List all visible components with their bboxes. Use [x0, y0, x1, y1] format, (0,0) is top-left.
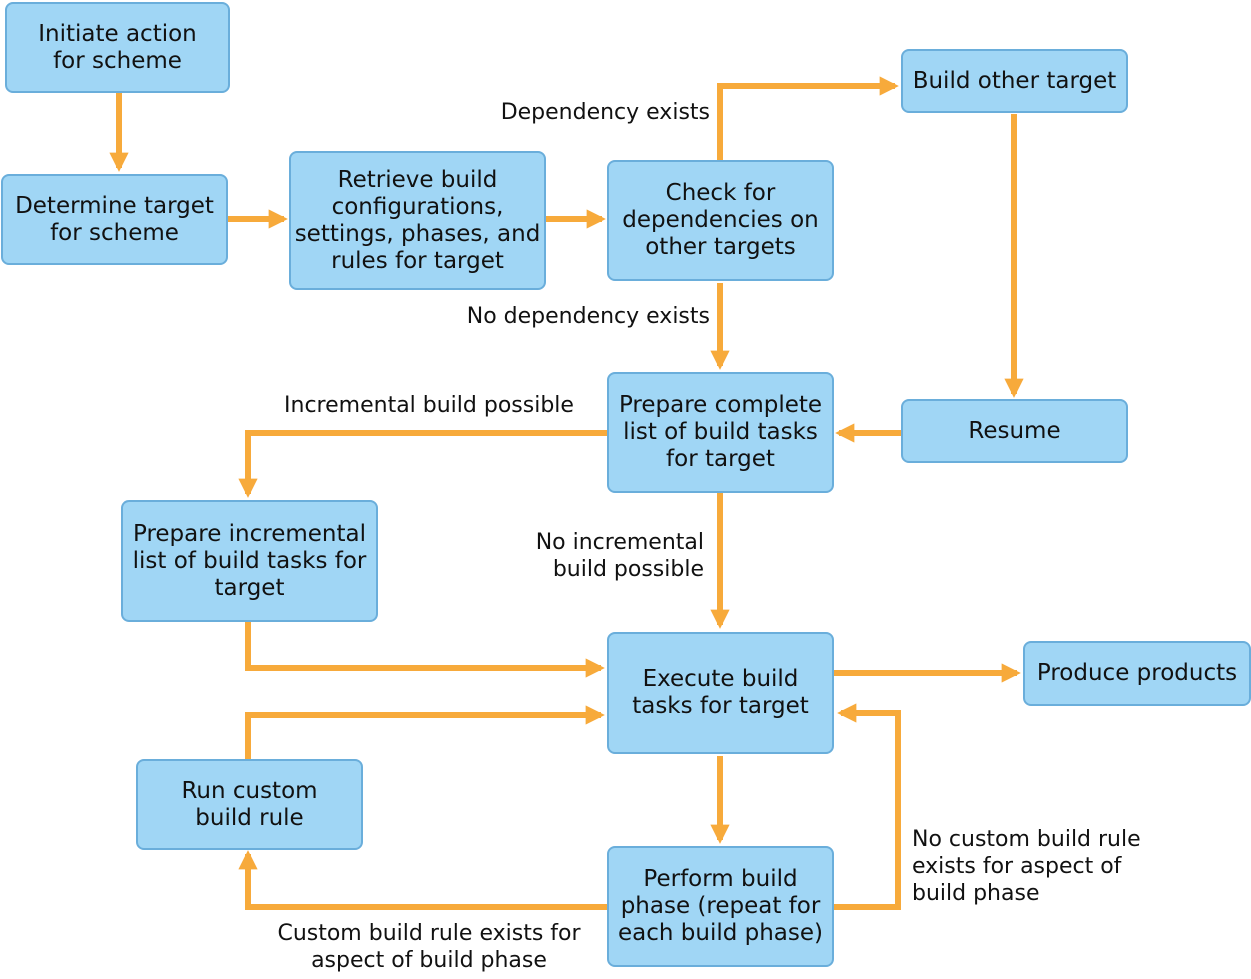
label-dependency-exists: Dependency exists — [500, 100, 710, 125]
label-custom-build-rule-exists: Custom build rule exists for aspect of b… — [277, 921, 581, 973]
node-check-dependencies: Check for dependencies on other targets — [607, 160, 834, 281]
arrow-prepare-complete-to-incremental — [238, 430, 607, 498]
node-resume: Resume — [901, 399, 1128, 463]
arrow-check-to-build-other — [717, 76, 899, 160]
arrow-incremental-to-execute — [245, 622, 605, 678]
node-initiate-action: Initiate action for scheme — [5, 2, 230, 93]
arrow-perform-to-execute-loop — [834, 703, 901, 910]
node-retrieve-build-configurations: Retrieve build configurations, settings,… — [289, 151, 546, 290]
node-prepare-complete-list: Prepare complete list of build tasks for… — [607, 372, 834, 493]
node-perform-build-phase: Perform build phase (repeat for each bui… — [607, 846, 834, 967]
node-execute-build-tasks: Execute build tasks for target — [607, 632, 834, 754]
arrow-run-custom-to-execute — [245, 705, 605, 759]
label-incremental-build-possible: Incremental build possible — [284, 393, 574, 418]
node-produce-products: Produce products — [1023, 641, 1251, 706]
label-no-incremental-build-possible: No incremental build possible — [535, 530, 704, 582]
node-determine-target: Determine target for scheme — [1, 174, 228, 265]
node-build-other-target: Build other target — [901, 49, 1128, 113]
node-prepare-incremental-list: Prepare incremental list of build tasks … — [121, 500, 378, 622]
label-no-custom-build-rule: No custom build rule exists for aspect o… — [912, 827, 1141, 906]
arrow-perform-to-run-custom — [238, 850, 607, 910]
node-run-custom-build-rule: Run custom build rule — [136, 759, 363, 850]
label-no-dependency-exists: No dependency exists — [466, 304, 710, 329]
